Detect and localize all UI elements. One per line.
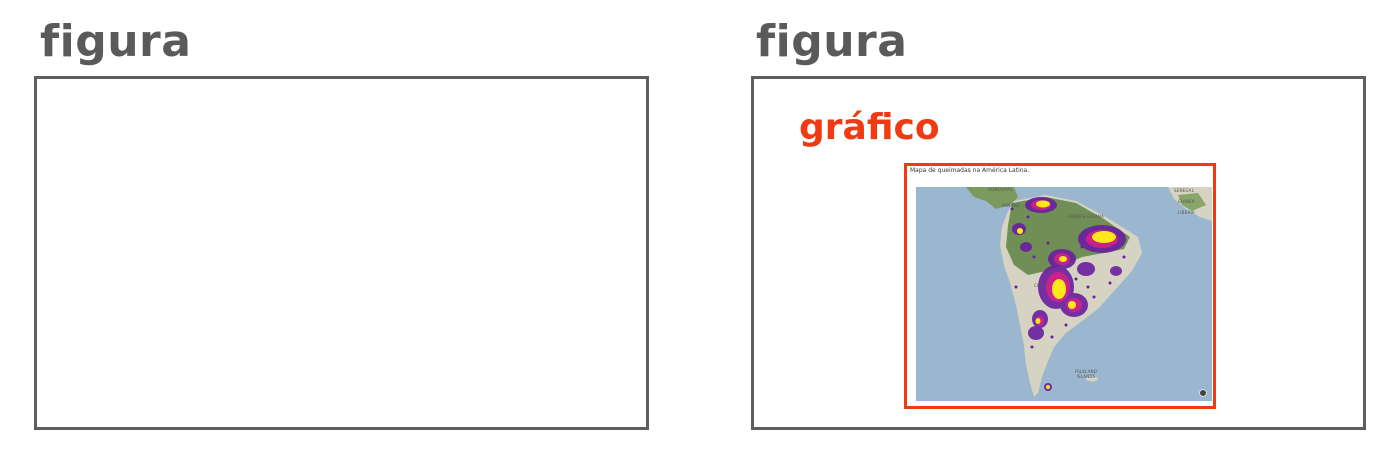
map-label-honduras: HONDURAS [988, 187, 1013, 192]
chart-box: Mapa de queimadas na América Latina. [904, 163, 1216, 409]
fire-map[interactable]: HONDURAS PANAMA FRENCH GUIANA SENEGAL GU… [916, 187, 1212, 401]
map-graphic [916, 187, 1212, 401]
map-label-chile: CHILE [1034, 283, 1047, 288]
fire-points [1010, 207, 1126, 349]
central-america-land [966, 187, 1018, 209]
fire-hot [1017, 200, 1116, 389]
map-label-panama: PANAMA [1002, 203, 1021, 208]
map-label-guinea: GUINEA [1178, 199, 1195, 204]
map-label-falkland: FALKLAND ISLANDS [1074, 369, 1098, 379]
chart-label: gráfico [799, 107, 940, 148]
left-figure-frame [34, 76, 649, 430]
right-figure-frame: gráfico Mapa de queimadas na América Lat… [751, 76, 1366, 430]
amazon-forest [1006, 197, 1130, 275]
map-control-icon[interactable] [1199, 389, 1207, 397]
falkland-islands [1086, 376, 1098, 382]
left-panel-title: figura [40, 16, 192, 67]
map-caption: Mapa de queimadas na América Latina. [910, 167, 1030, 174]
map-label-liberia: LIBERIA [1178, 210, 1195, 215]
right-panel-title: figura [756, 16, 908, 67]
map-label-guyana: FRENCH GUIANA [1068, 214, 1104, 219]
map-label-senegal: SENEGAL [1174, 188, 1195, 193]
